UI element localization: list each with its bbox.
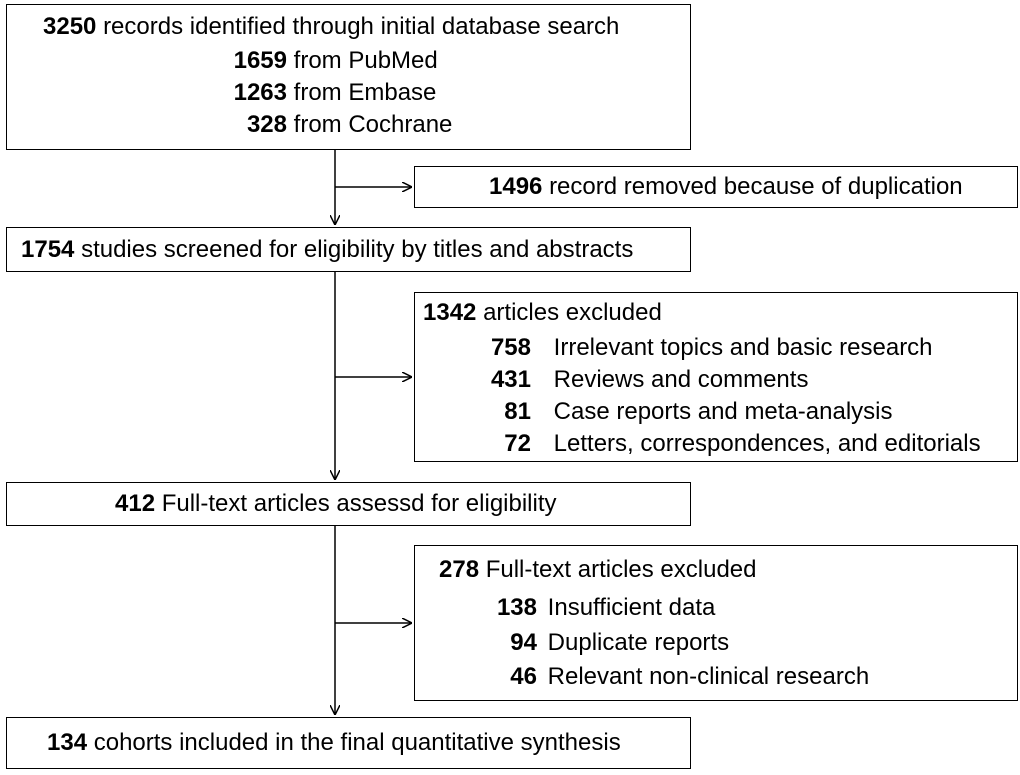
fulltext-excluded-count: 278 — [439, 556, 480, 583]
reason-count: 94 — [510, 629, 537, 656]
screened-box: 1754 studies screened for eligibility by… — [6, 227, 691, 272]
screened-count: 1754 — [21, 236, 75, 263]
final-included-box: 134 cohorts included in the final quanti… — [6, 717, 691, 769]
source-text: from PubMed — [293, 47, 438, 74]
reason-count: 72 — [504, 430, 531, 457]
identified-count: 3250 — [43, 13, 97, 40]
source-count: 1659 — [233, 47, 287, 74]
fulltext-count: 412 — [115, 490, 156, 517]
final-text: cohorts included in the final quantitati… — [93, 729, 621, 756]
reason-text: Irrelevant topics and basic research — [553, 334, 933, 361]
reason-text: Case reports and meta-analysis — [553, 398, 893, 425]
duplication-text: record removed because of duplication — [549, 173, 963, 200]
reason-count: 758 — [490, 334, 531, 361]
fulltext-excluded-header: 278 Full-text articles excluded — [439, 556, 757, 584]
excluded-text: articles excluded — [483, 299, 662, 326]
excluded-count: 1342 — [423, 299, 477, 326]
source-count: 1263 — [233, 79, 287, 106]
reason-count: 81 — [504, 398, 531, 425]
source-embase: 1263 from Embase — [223, 79, 437, 107]
duplication-line: 1496 record removed because of duplicati… — [489, 173, 963, 201]
excluded-reason: 431 Reviews and comments — [467, 366, 808, 394]
reason-text: Insufficient data — [547, 594, 716, 621]
identified-records-line: 3250 records identified through initial … — [43, 13, 619, 41]
fulltext-line: 412 Full-text articles assessd for eligi… — [115, 490, 557, 518]
reason-text: Relevant non-clinical research — [547, 663, 870, 690]
reason-count: 431 — [490, 366, 531, 393]
identified-text: records identified through initial datab… — [103, 13, 620, 40]
excluded-reason: 72 Letters, correspondences, and editori… — [467, 430, 981, 458]
reason-text: Letters, correspondences, and editorials — [553, 430, 981, 457]
excluded-reason: 81 Case reports and meta-analysis — [467, 398, 893, 426]
excluded-articles-box: 1342 articles excluded 758 Irrelevant to… — [414, 292, 1018, 462]
fulltext-text: Full-text articles assessd for eligibili… — [161, 490, 557, 517]
reason-count: 138 — [496, 594, 537, 621]
source-pubmed: 1659 from PubMed — [223, 47, 438, 75]
excluded-reason: 758 Irrelevant topics and basic research — [467, 334, 933, 362]
fulltext-excluded-reason: 94 Duplicate reports — [481, 629, 729, 657]
reason-text: Duplicate reports — [547, 629, 730, 656]
source-text: from Embase — [293, 79, 437, 106]
source-text: from Cochrane — [293, 111, 453, 138]
excluded-header: 1342 articles excluded — [423, 299, 662, 327]
identified-records-box: 3250 records identified through initial … — [6, 4, 691, 150]
fulltext-excluded-reason: 138 Insufficient data — [481, 594, 715, 622]
fulltext-excluded-text: Full-text articles excluded — [485, 556, 757, 583]
fulltext-excluded-box: 278 Full-text articles excluded 138 Insu… — [414, 545, 1018, 701]
source-cochrane: 328 from Cochrane — [223, 111, 452, 139]
screened-line: 1754 studies screened for eligibility by… — [21, 236, 633, 264]
duplication-box: 1496 record removed because of duplicati… — [414, 166, 1018, 208]
final-line: 134 cohorts included in the final quanti… — [47, 729, 621, 757]
fulltext-box: 412 Full-text articles assessd for eligi… — [6, 482, 691, 526]
reason-text: Reviews and comments — [553, 366, 809, 393]
fulltext-excluded-reason: 46 Relevant non-clinical research — [481, 663, 869, 691]
reason-count: 46 — [510, 663, 537, 690]
screened-text: studies screened for eligibility by titl… — [81, 236, 634, 263]
duplication-count: 1496 — [489, 173, 543, 200]
final-count: 134 — [47, 729, 88, 756]
source-count: 328 — [246, 111, 287, 138]
